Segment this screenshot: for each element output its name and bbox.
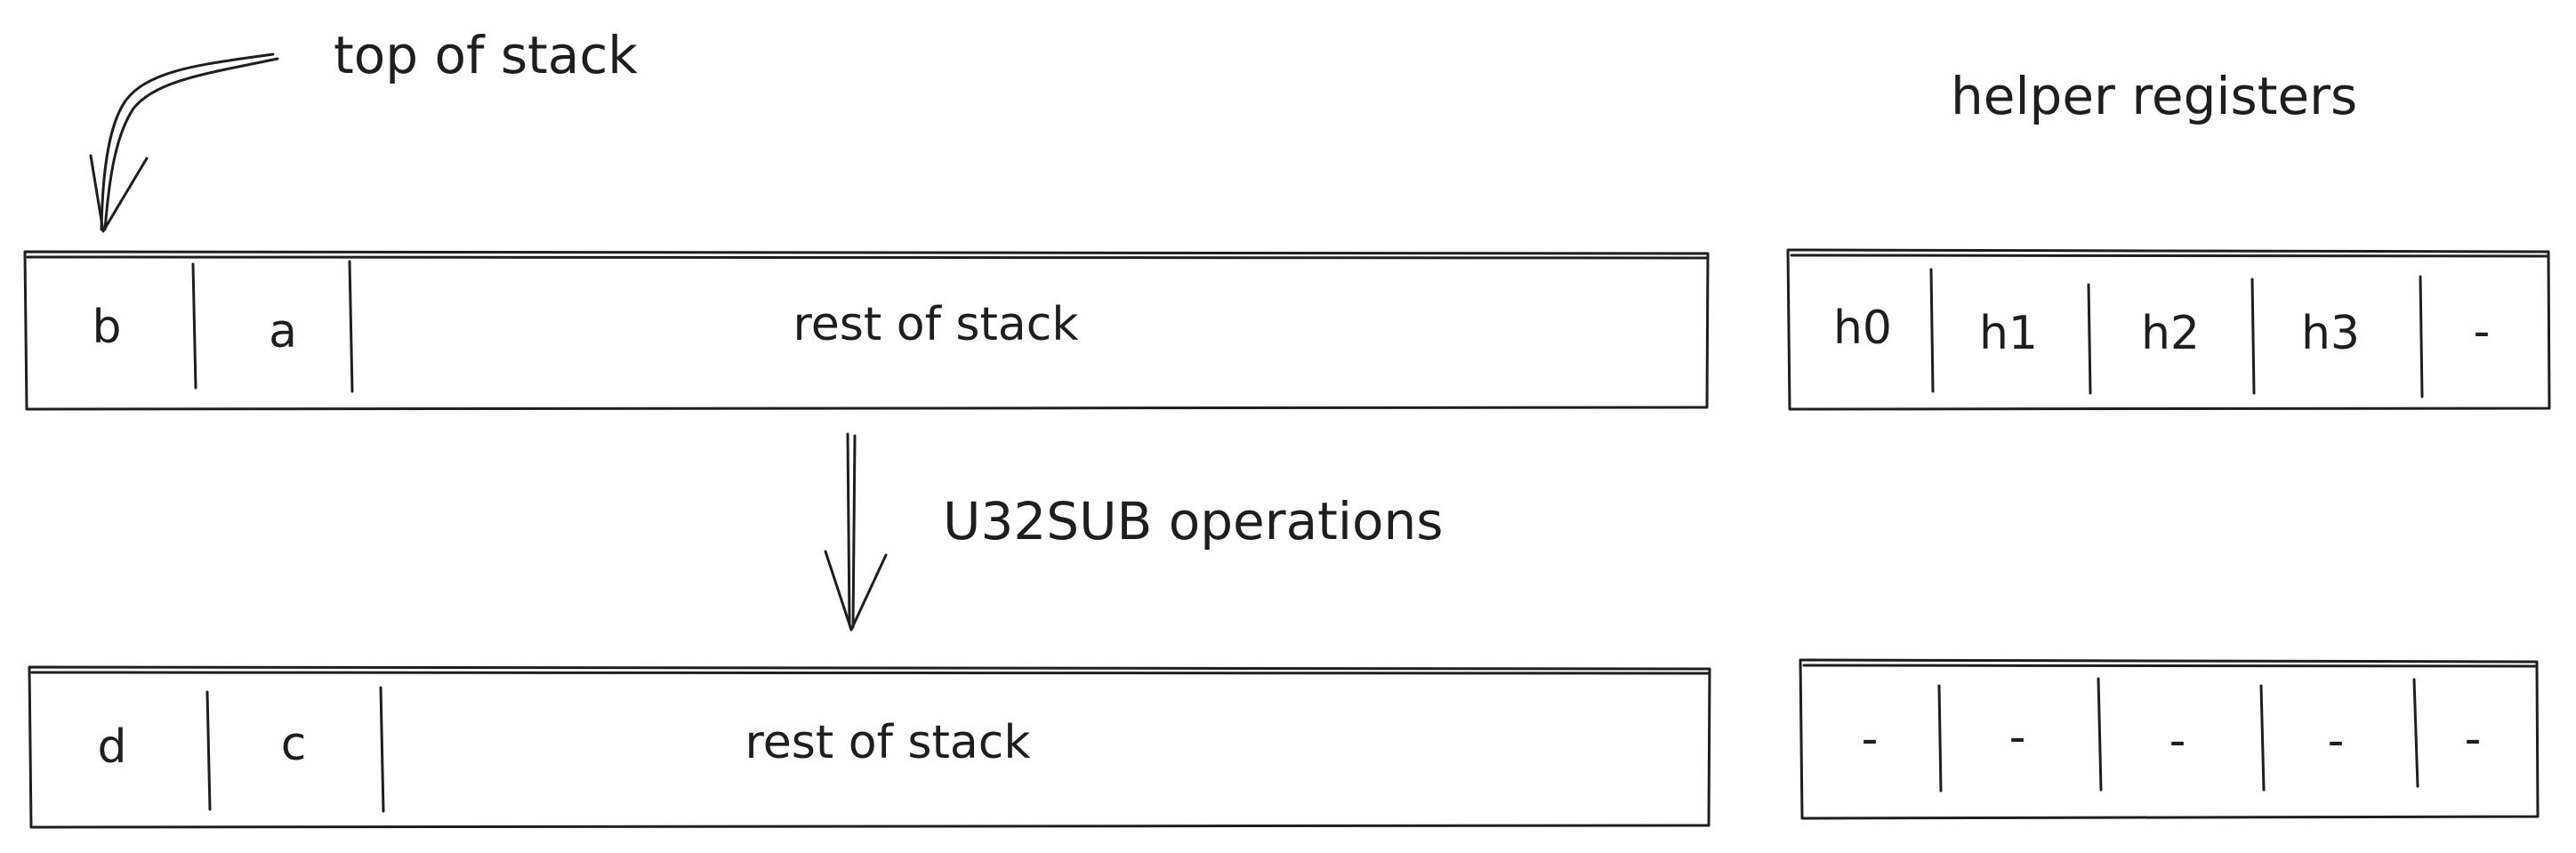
- stack-after-divider-1: [205, 690, 212, 811]
- stack-after-cell-1: c: [281, 718, 307, 771]
- stack-before: b a rest of stack: [23, 250, 1710, 411]
- helpers-before-cell-4: -: [2474, 305, 2491, 358]
- helpers-before-cell-1: h1: [1979, 307, 2038, 360]
- helper-registers-label: helper registers: [1951, 66, 2357, 126]
- helpers-before-divider-3: [2250, 278, 2256, 395]
- helpers-after-divider-4: [2412, 678, 2419, 788]
- stack-before-cell-0: b: [92, 301, 121, 354]
- helpers-before: h0 h1 h2 h3 -: [1786, 248, 2551, 411]
- operation-label: U32SUB operations: [943, 491, 1443, 551]
- helpers-before-outline: [1786, 248, 2551, 411]
- helpers-after: - - - - -: [1799, 658, 2540, 820]
- stack-after-outline: [28, 665, 1711, 829]
- helpers-after-divider-2: [2097, 677, 2103, 792]
- stack-before-outline: [23, 250, 1710, 411]
- helpers-after-cell-1: -: [2009, 711, 2026, 764]
- top-of-stack-label: top of stack: [334, 25, 638, 85]
- helpers-before-cell-3: h3: [2301, 307, 2360, 360]
- stack-after-divider-2: [379, 686, 385, 813]
- operation-arrow: [824, 432, 888, 632]
- top-of-stack-arrow: [89, 52, 279, 233]
- helpers-after-outline: [1799, 658, 2540, 820]
- helpers-before-cell-2: h2: [2141, 307, 2200, 360]
- helpers-after-divider-3: [2259, 684, 2266, 792]
- stack-before-cell-2: rest of stack: [793, 298, 1079, 351]
- stack-before-divider-2: [348, 260, 354, 393]
- helpers-after-divider-1: [1937, 684, 1943, 793]
- helpers-after-cell-0: -: [1862, 712, 1879, 766]
- stack-after-cell-0: d: [97, 720, 126, 774]
- helpers-before-divider-1: [1929, 268, 1935, 393]
- helpers-after-cell-4: -: [2465, 712, 2482, 766]
- stack-after: d c rest of stack: [28, 665, 1711, 829]
- stack-after-cell-2: rest of stack: [745, 716, 1031, 769]
- helpers-after-cell-2: -: [2169, 714, 2186, 768]
- helpers-before-divider-2: [2087, 283, 2092, 395]
- helpers-before-cell-0: h0: [1833, 302, 1892, 355]
- helpers-after-cell-3: -: [2328, 714, 2345, 768]
- helpers-before-divider-4: [2419, 275, 2424, 398]
- stack-before-cell-1: a: [269, 305, 297, 358]
- stack-before-divider-1: [191, 262, 197, 390]
